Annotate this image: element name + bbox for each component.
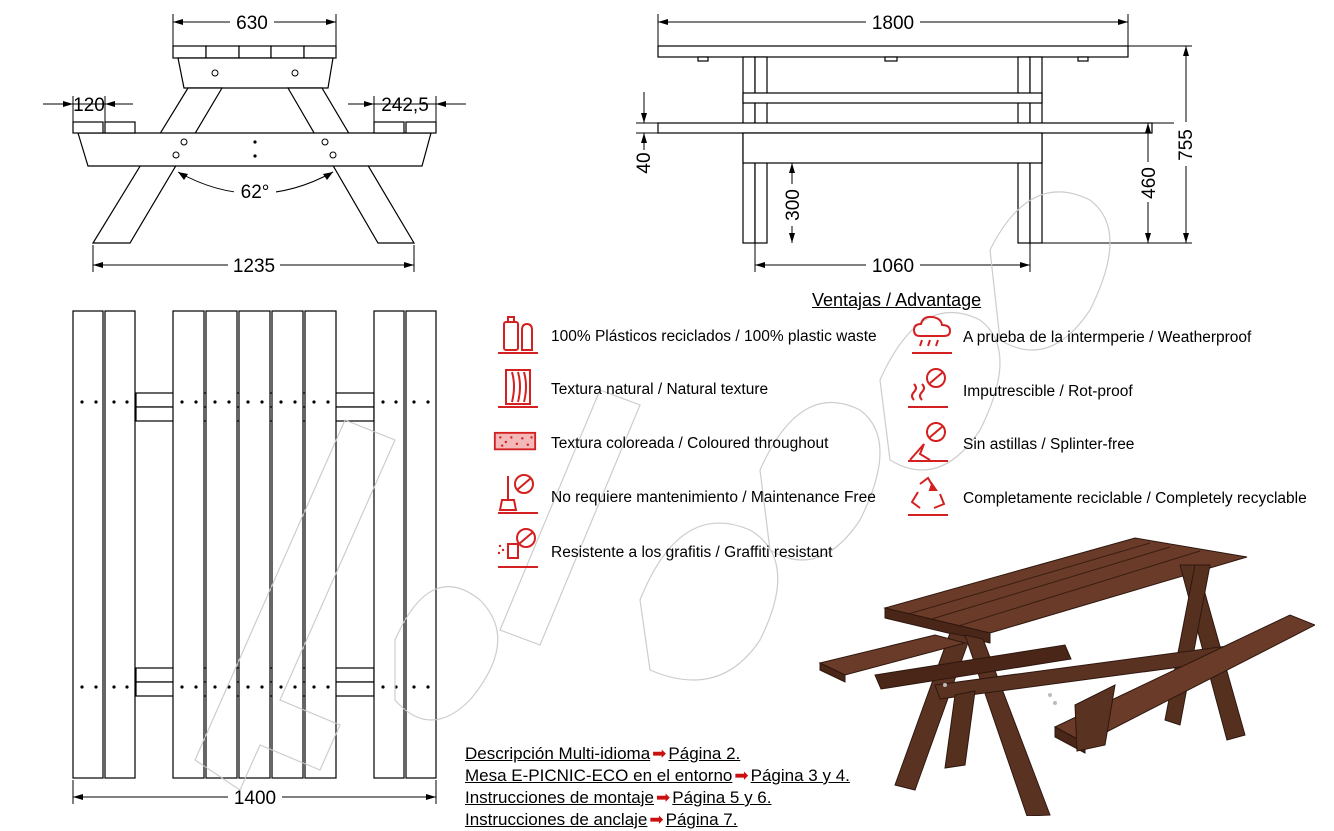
dim-side-leg-height: 300 <box>783 189 804 221</box>
page-links: Descripción Multi-idioma➡Página 2. Mesa … <box>465 743 850 831</box>
no-rot-icon <box>908 368 948 408</box>
wood-grain-icon <box>498 369 538 408</box>
feature-weatherproof: A prueba de la intermperie / Weatherproo… <box>963 329 1252 346</box>
advantages-title: Ventajas / Advantage <box>812 290 982 310</box>
feature-coloured-throughout: Textura coloreada / Coloured throughout <box>551 435 829 452</box>
dim-side-seat-height: 460 <box>1139 167 1160 199</box>
dim-side-total-height: 755 <box>1176 129 1197 161</box>
feature-natural-texture: Textura natural / Natural texture <box>551 381 769 398</box>
plan-view: 1400 <box>72 310 437 809</box>
colour-texture-icon <box>493 431 537 451</box>
weather-cloud-icon <box>912 315 952 354</box>
no-splinter-icon <box>908 422 948 462</box>
arrow-right-icon: ➡ <box>734 766 749 785</box>
feature-completely-recyclable: Completamente reciclable / Completely re… <box>963 490 1307 507</box>
link-assembly[interactable]: Instrucciones de montaje➡Página 5 y 6. <box>465 788 772 807</box>
feature-maintenance-free: No requiere mantenimiento / Maintenance … <box>551 489 876 506</box>
feature-recycled-plastic: 100% Plásticos reciclados / 100% plastic… <box>551 328 877 345</box>
arrow-right-icon: ➡ <box>652 744 667 763</box>
link-description[interactable]: Descripción Multi-idioma➡Página 2. <box>465 744 741 763</box>
feature-rot-proof: Imputrescible / Rot-proof <box>963 383 1133 400</box>
dim-front-base: 1235 <box>233 256 275 277</box>
no-maintenance-icon <box>498 474 538 514</box>
product-image <box>818 537 1315 816</box>
feature-graffiti-resistant: Resistente a los grafitis / Graffiti res… <box>551 544 833 561</box>
dim-plan-width: 1400 <box>234 788 276 809</box>
dim-side-length: 1800 <box>872 13 914 34</box>
dim-front-left-seat: 120 <box>73 95 105 116</box>
dim-front-right-seat: 242,5 <box>381 95 429 116</box>
arrow-right-icon: ➡ <box>656 788 671 807</box>
link-anchoring[interactable]: Instrucciones de anclaje➡Página 7. <box>465 810 738 829</box>
feature-splinter-free: Sin astillas / Splinter-free <box>963 436 1135 453</box>
no-graffiti-icon <box>497 528 538 568</box>
dim-side-seat-thickness: 40 <box>634 152 655 173</box>
dim-front-top: 630 <box>236 13 268 34</box>
dim-side-leg-span: 1060 <box>872 256 914 277</box>
front-view: 630 120 242, <box>43 10 466 277</box>
side-view: 1800 755 460 <box>634 10 1198 277</box>
arrow-right-icon: ➡ <box>649 810 664 829</box>
recycle-icon <box>908 476 948 516</box>
bottles-icon <box>498 316 538 354</box>
dim-front-angle: 62° <box>241 182 270 203</box>
link-environment[interactable]: Mesa E-PICNIC-ECO en el entorno➡Página 3… <box>465 766 850 785</box>
